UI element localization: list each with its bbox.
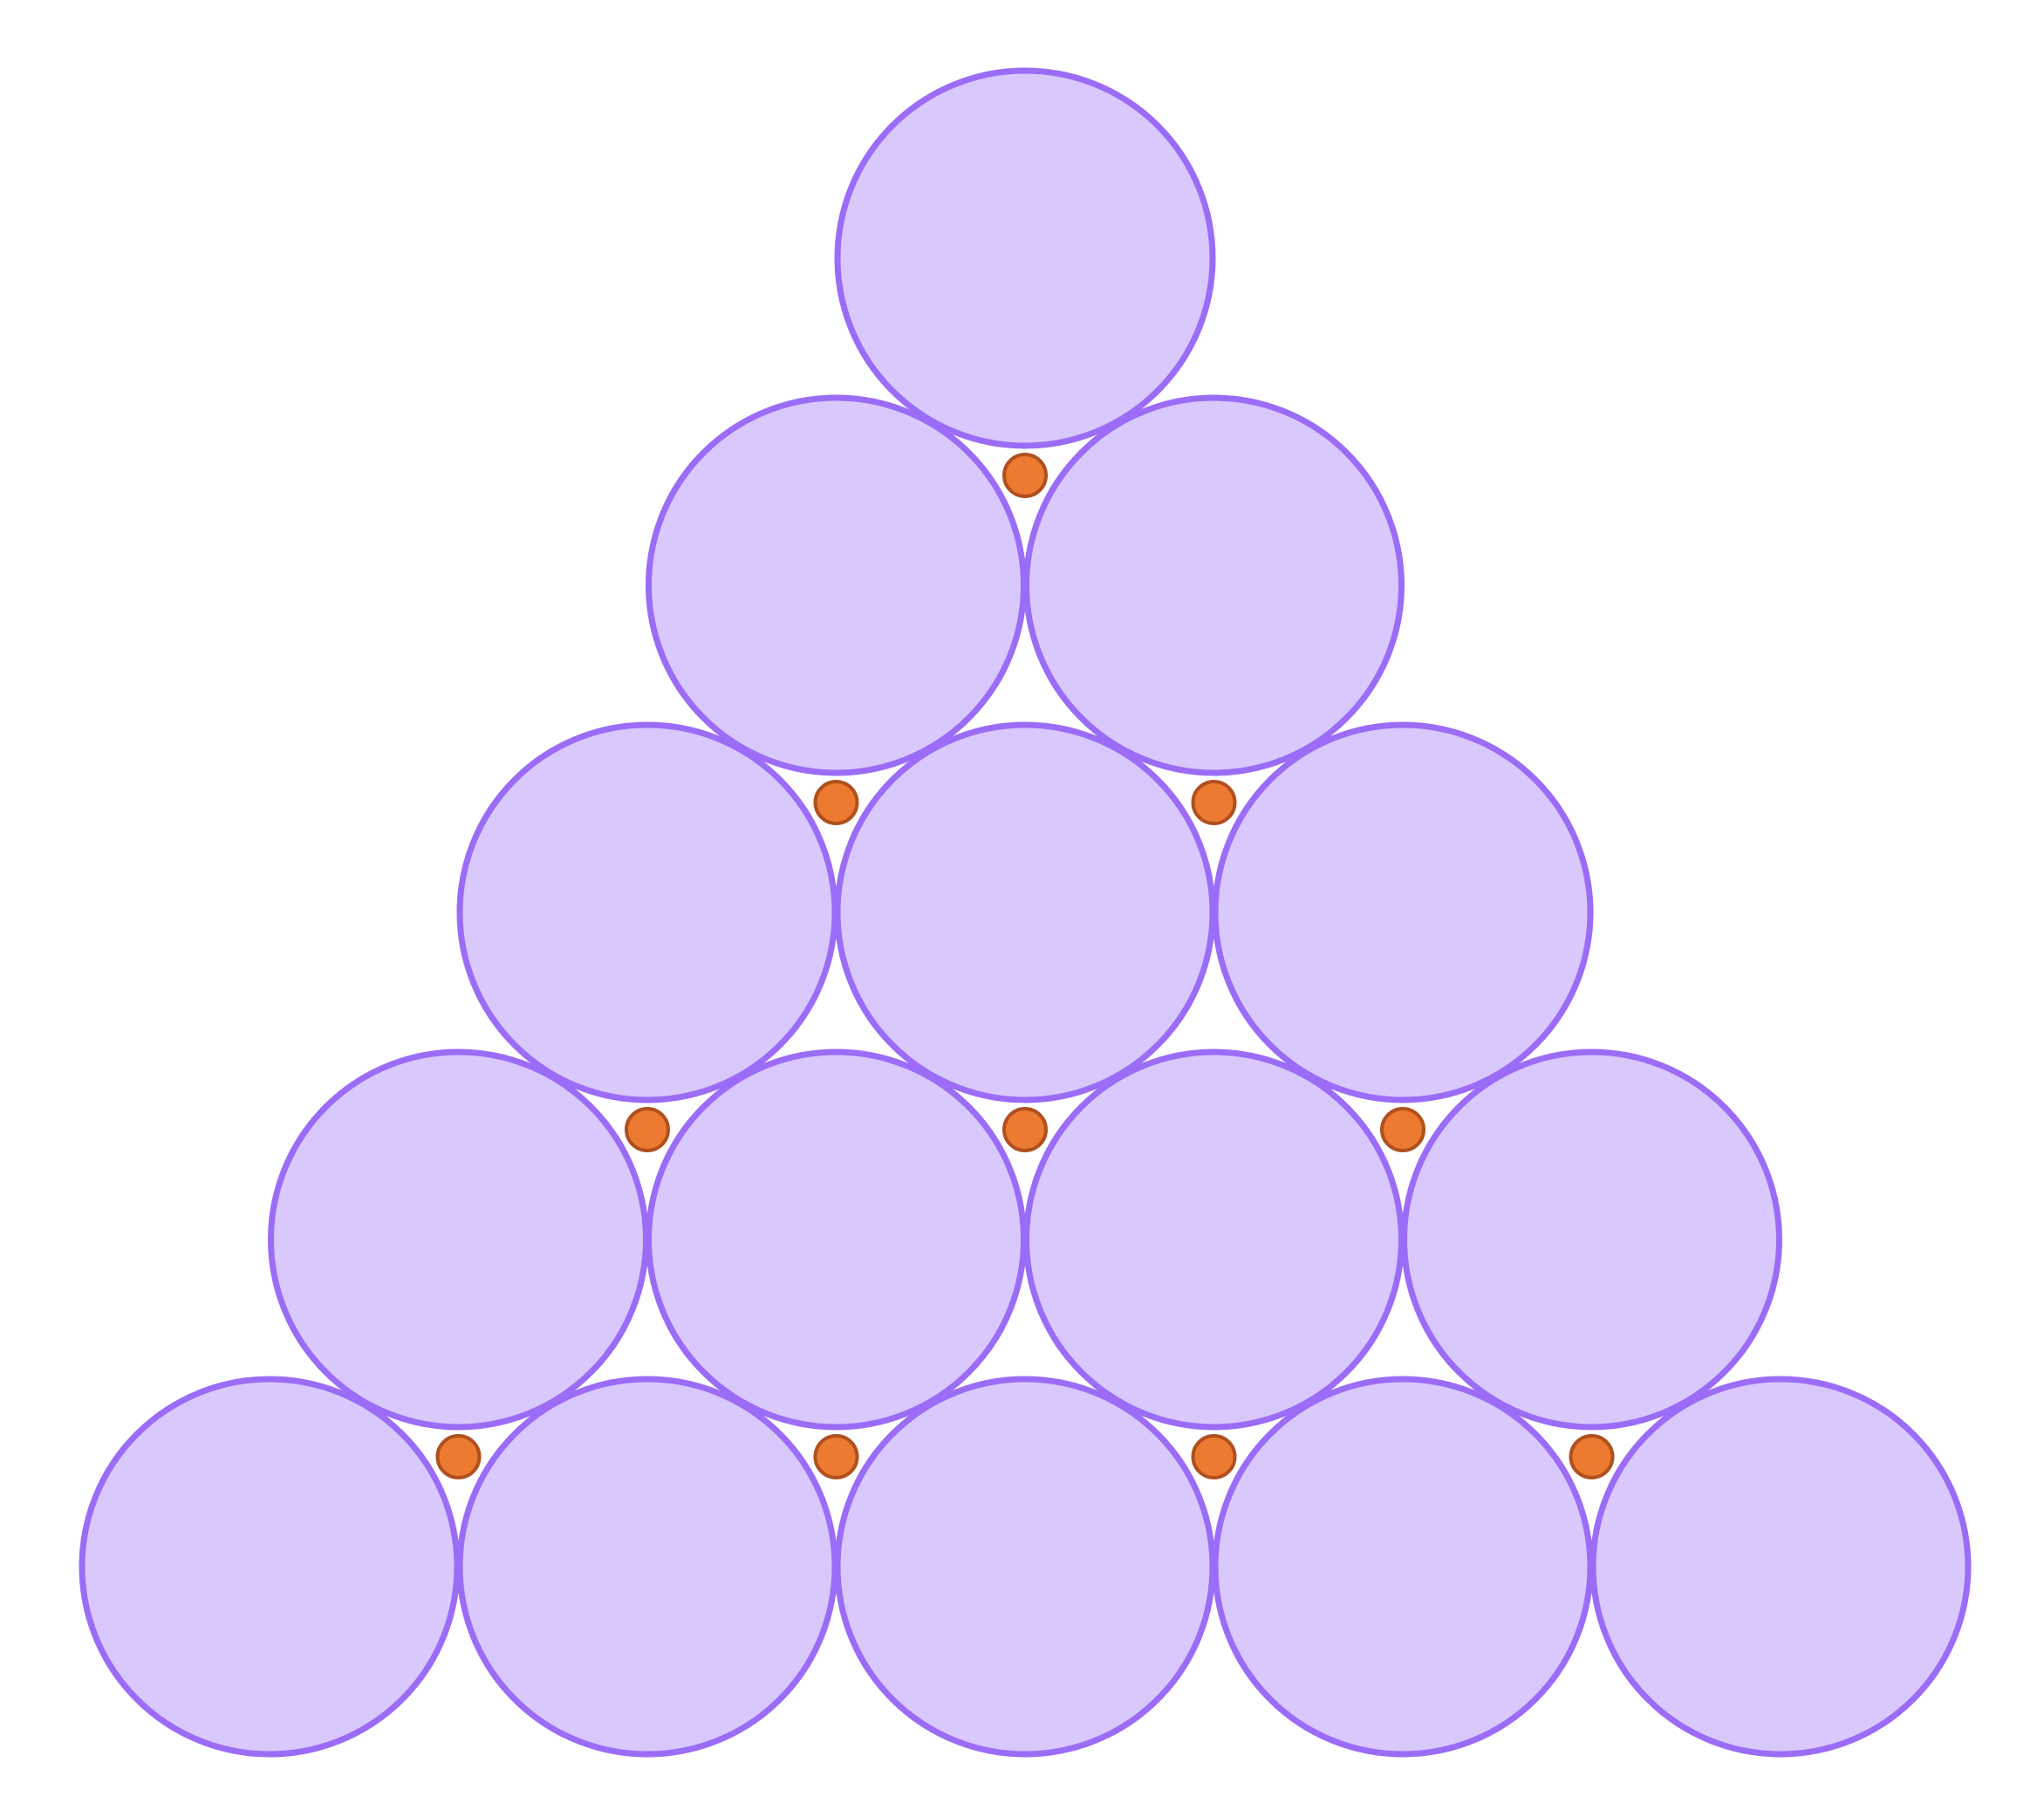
small-circle [1191, 1434, 1237, 1479]
large-circle [834, 1376, 1216, 1758]
large-circle [268, 1049, 649, 1431]
large-circle [79, 1376, 461, 1758]
large-circle [456, 721, 838, 1103]
large-circle [646, 394, 1027, 776]
large-circle [1401, 1049, 1782, 1431]
small-circle [813, 1434, 859, 1479]
small-circle [1002, 453, 1048, 498]
large-circle [456, 1376, 838, 1758]
small-circles-group [435, 453, 1615, 1479]
large-circles-group [79, 67, 1972, 1758]
small-circle [435, 1434, 482, 1479]
small-circle [1569, 1434, 1615, 1479]
large-circle [1212, 1376, 1594, 1758]
small-circle [1380, 1107, 1425, 1152]
small-circle [1002, 1107, 1048, 1152]
small-circle [813, 780, 859, 825]
large-circle [834, 67, 1216, 449]
large-circle [1589, 1376, 1972, 1758]
large-circle [1023, 394, 1405, 776]
large-circle [646, 1049, 1027, 1431]
large-circle [834, 721, 1216, 1103]
large-circle [1023, 1049, 1405, 1431]
small-circle [625, 1107, 670, 1152]
large-circle [1212, 721, 1594, 1103]
small-circle [1191, 780, 1237, 825]
